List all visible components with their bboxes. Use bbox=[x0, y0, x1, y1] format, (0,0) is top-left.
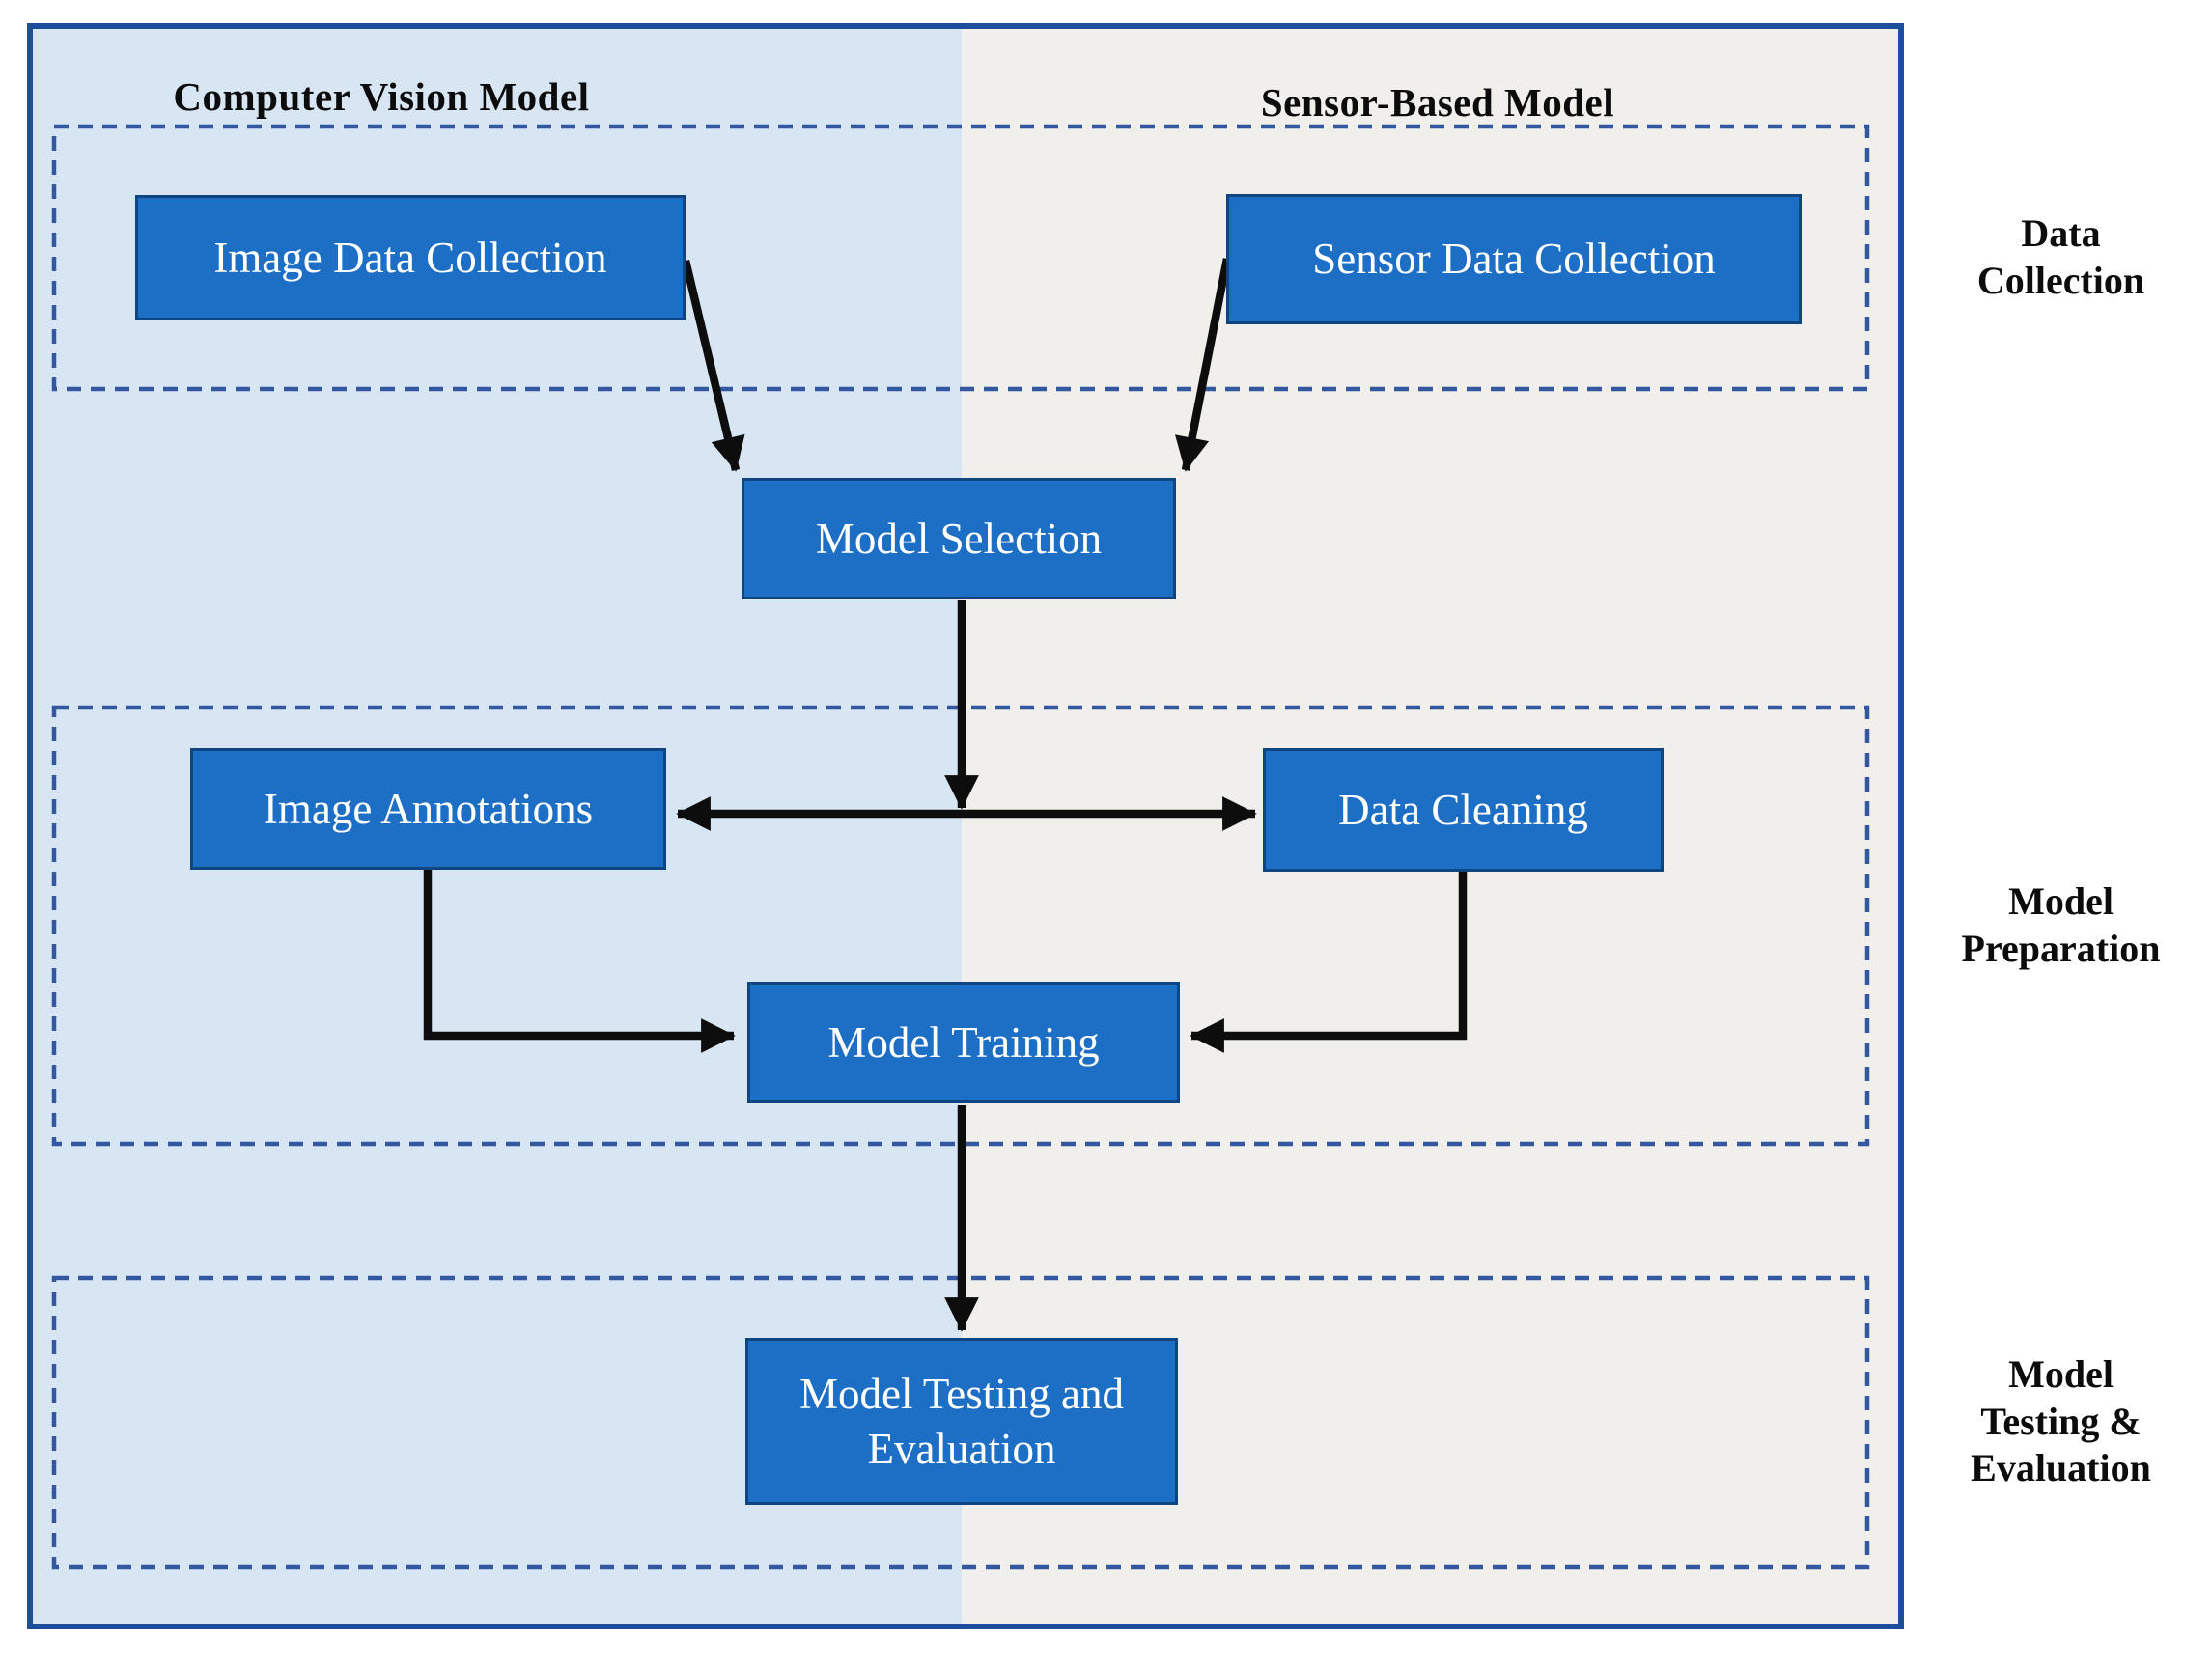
node-model-selection: Model Selection bbox=[742, 478, 1176, 599]
node-model-training: Model Training bbox=[747, 982, 1180, 1103]
node-image-data-collection: Image Data Collection bbox=[135, 195, 686, 320]
node-image-annotations: Image Annotations bbox=[190, 748, 666, 870]
stage-label-model-testing-evaluation: Model Testing & Evaluation bbox=[1971, 1351, 2151, 1490]
node-model-testing-evaluation: Model Testing and Evaluation bbox=[745, 1338, 1178, 1505]
node-data-cleaning: Data Cleaning bbox=[1263, 748, 1664, 872]
right-panel-title: Sensor-Based Model bbox=[1260, 80, 1615, 125]
stage-label-data-collection: Data Collection bbox=[1976, 211, 2145, 302]
stage-label-model-preparation: Model Preparation bbox=[1961, 879, 2161, 970]
node-sensor-data-collection: Sensor Data Collection bbox=[1226, 194, 1802, 324]
left-panel-title: Computer Vision Model bbox=[173, 74, 590, 119]
